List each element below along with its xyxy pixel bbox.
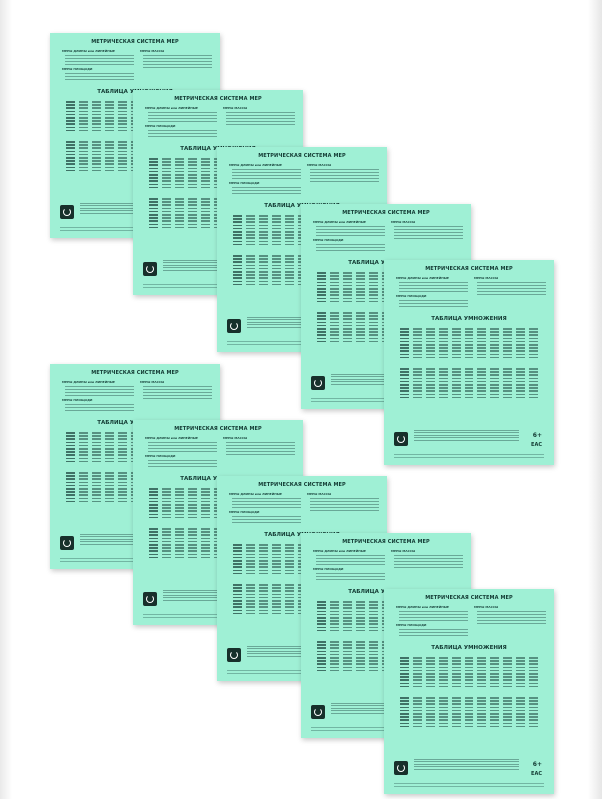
length-measures-heading: МЕРЫ ДЛИНЫ или ЛИНЕЙНЫЕ [145,106,198,110]
mass-measures-block: МЕРЫ МАССЫ [223,106,295,127]
mass-measures-heading: МЕРЫ МАССЫ [474,605,499,609]
length-measures-heading: МЕРЫ ДЛИНЫ или ЛИНЕЙНЫЕ [229,492,282,496]
length-measures-block: МЕРЫ ДЛИНЫ или ЛИНЕЙНЫЕ МЕРЫ ПЛОЩАДИ [396,605,468,638]
publisher-info [331,372,436,387]
area-measures-heading: МЕРЫ ПЛОЩАДИ [229,181,260,185]
multiplication-table-bottom [398,697,540,728]
cover-title: МЕТРИЧЕСКАЯ СИСТЕМА МЕР [258,482,346,488]
publisher-info [80,532,185,547]
area-measures-heading: МЕРЫ ПЛОЩАДИ [62,398,93,402]
publisher-logo [143,592,157,606]
age-rating-mark: 6+ [532,761,542,768]
area-measures-heading: МЕРЫ ПЛОЩАДИ [145,124,176,128]
publisher-info [414,428,519,443]
mass-measures-block: МЕРЫ МАССЫ [391,220,463,241]
mass-measures-block: МЕРЫ МАССЫ [307,492,379,513]
mass-measures-heading: МЕРЫ МАССЫ [140,380,165,384]
mass-measures-block: МЕРЫ МАССЫ [474,276,546,297]
length-measures-heading: МЕРЫ ДЛИНЫ или ЛИНЕЙНЫЕ [62,49,115,53]
mass-measures-block: МЕРЫ МАССЫ [223,436,295,457]
publisher-logo [60,205,74,219]
publisher-logo [394,761,408,775]
cover-footer-text [394,453,544,459]
publisher-logo [60,536,74,550]
cover-title: МЕТРИЧЕСКАЯ СИСТЕМА МЕР [425,595,513,601]
cover-title: МЕТРИЧЕСКАЯ СИСТЕМА МЕР [91,39,179,45]
publisher-logo [394,432,408,446]
mass-measures-heading: МЕРЫ МАССЫ [307,492,332,496]
length-measures-heading: МЕРЫ ДЛИНЫ или ЛИНЕЙНЫЕ [313,549,366,553]
cover-title: МЕТРИЧЕСКАЯ СИСТЕМА МЕР [91,370,179,376]
notebook-cover: МЕТРИЧЕСКАЯ СИСТЕМА МЕР МЕРЫ ДЛИНЫ или Л… [384,260,554,465]
publisher-info [247,644,352,659]
cover-title: МЕТРИЧЕСКАЯ СИСТЕМА МЕР [174,96,262,102]
length-measures-heading: МЕРЫ ДЛИНЫ или ЛИНЕЙНЫЕ [229,163,282,167]
publisher-logo [311,376,325,390]
length-measures-block: МЕРЫ ДЛИНЫ или ЛИНЕЙНЫЕ МЕРЫ ПЛОЩАДИ [62,380,134,413]
multiplication-table-title: ТАБЛИЦА УМНОЖЕНИЯ [431,645,507,651]
mass-measures-heading: МЕРЫ МАССЫ [391,220,416,224]
cover-title: МЕТРИЧЕСКАЯ СИСТЕМА МЕР [258,153,346,159]
eac-certification-mark: EAC [531,771,542,777]
mass-measures-block: МЕРЫ МАССЫ [391,549,463,570]
length-measures-heading: МЕРЫ ДЛИНЫ или ЛИНЕЙНЫЕ [62,380,115,384]
mass-measures-block: МЕРЫ МАССЫ [307,163,379,184]
length-measures-block: МЕРЫ ДЛИНЫ или ЛИНЕЙНЫЕ МЕРЫ ПЛОЩАДИ [313,549,385,582]
eac-certification-mark: EAC [531,442,542,448]
multiplication-table-bottom [398,368,540,399]
area-measures-heading: МЕРЫ ПЛОЩАДИ [62,67,93,71]
cover-title: МЕТРИЧЕСКАЯ СИСТЕМА МЕР [174,426,262,432]
mass-measures-block: МЕРЫ МАССЫ [474,605,546,626]
mass-measures-heading: МЕРЫ МАССЫ [474,276,499,280]
multiplication-table-title: ТАБЛИЦА УМНОЖЕНИЯ [431,316,507,322]
cover-footer-text [394,782,544,788]
publisher-logo [227,319,241,333]
mass-measures-heading: МЕРЫ МАССЫ [307,163,332,167]
publisher-info [247,315,352,330]
length-measures-block: МЕРЫ ДЛИНЫ или ЛИНЕЙНЫЕ МЕРЫ ПЛОЩАДИ [396,276,468,309]
length-measures-heading: МЕРЫ ДЛИНЫ или ЛИНЕЙНЫЕ [396,605,449,609]
age-rating-mark: 6+ [532,432,542,439]
multiplication-table-top [398,328,540,359]
area-measures-heading: МЕРЫ ПЛОЩАДИ [313,567,344,571]
publisher-info [80,201,185,216]
cover-title: МЕТРИЧЕСКАЯ СИСТЕМА МЕР [425,266,513,272]
publisher-logo [143,262,157,276]
publisher-logo [311,705,325,719]
mass-measures-heading: МЕРЫ МАССЫ [223,436,248,440]
length-measures-block: МЕРЫ ДЛИНЫ или ЛИНЕЙНЫЕ МЕРЫ ПЛОЩАДИ [229,492,301,525]
publisher-info [414,757,519,772]
length-measures-block: МЕРЫ ДЛИНЫ или ЛИНЕЙНЫЕ МЕРЫ ПЛОЩАДИ [145,106,217,139]
right-page-edge [588,0,602,799]
notebook-cover: МЕТРИЧЕСКАЯ СИСТЕМА МЕР МЕРЫ ДЛИНЫ или Л… [384,589,554,794]
cover-title: МЕТРИЧЕСКАЯ СИСТЕМА МЕР [342,210,430,216]
length-measures-heading: МЕРЫ ДЛИНЫ или ЛИНЕЙНЫЕ [396,276,449,280]
length-measures-heading: МЕРЫ ДЛИНЫ или ЛИНЕЙНЫЕ [313,220,366,224]
left-page-edge [0,0,12,799]
publisher-info [163,258,268,273]
mass-measures-heading: МЕРЫ МАССЫ [223,106,248,110]
length-measures-block: МЕРЫ ДЛИНЫ или ЛИНЕЙНЫЕ МЕРЫ ПЛОЩАДИ [313,220,385,253]
cover-title: МЕТРИЧЕСКАЯ СИСТЕМА МЕР [342,539,430,545]
publisher-info [163,588,268,603]
area-measures-heading: МЕРЫ ПЛОЩАДИ [145,454,176,458]
area-measures-heading: МЕРЫ ПЛОЩАДИ [396,294,427,298]
area-measures-heading: МЕРЫ ПЛОЩАДИ [396,623,427,627]
length-measures-block: МЕРЫ ДЛИНЫ или ЛИНЕЙНЫЕ МЕРЫ ПЛОЩАДИ [229,163,301,196]
area-measures-heading: МЕРЫ ПЛОЩАДИ [313,238,344,242]
area-measures-heading: МЕРЫ ПЛОЩАДИ [229,510,260,514]
length-measures-heading: МЕРЫ ДЛИНЫ или ЛИНЕЙНЫЕ [145,436,198,440]
multiplication-table-top [398,657,540,688]
publisher-logo [227,648,241,662]
publisher-info [331,701,436,716]
length-measures-block: МЕРЫ ДЛИНЫ или ЛИНЕЙНЫЕ МЕРЫ ПЛОЩАДИ [145,436,217,469]
mass-measures-block: МЕРЫ МАССЫ [140,380,212,401]
length-measures-block: МЕРЫ ДЛИНЫ или ЛИНЕЙНЫЕ МЕРЫ ПЛОЩАДИ [62,49,134,82]
mass-measures-heading: МЕРЫ МАССЫ [140,49,165,53]
mass-measures-block: МЕРЫ МАССЫ [140,49,212,70]
mass-measures-heading: МЕРЫ МАССЫ [391,549,416,553]
